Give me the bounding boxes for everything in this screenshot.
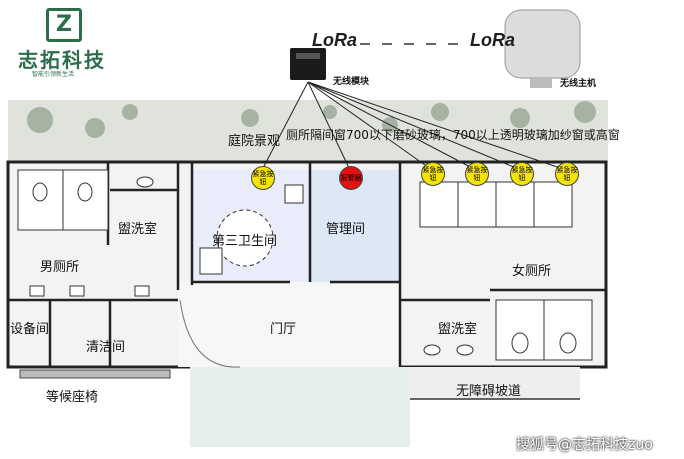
male-stalls bbox=[17, 169, 154, 297]
logo-name: 志拓科技 bbox=[18, 48, 106, 72]
emergency-button-female-2: 紧急按钮 bbox=[465, 162, 489, 186]
third-restroom-label: 第三卫生间 bbox=[212, 234, 278, 249]
emergency-button-female-4: 紧急按钮 bbox=[555, 162, 579, 186]
ramp-floor bbox=[190, 367, 410, 447]
emergency-button-third: 紧急按钮 bbox=[251, 166, 275, 190]
logo-slogan: 智能引领新生活 bbox=[32, 71, 75, 78]
accessible-ramp-label: 无障碍坡道 bbox=[456, 384, 522, 399]
garden-plants bbox=[27, 101, 596, 138]
lobby-label: 门厅 bbox=[270, 322, 297, 337]
female-wash-label: 盥洗室 bbox=[438, 322, 478, 337]
emergency-button-female-3: 紧急按钮 bbox=[510, 162, 534, 186]
emergency-button-label: 紧急按钮 bbox=[511, 166, 533, 182]
emergency-button-female-1: 紧急按钮 bbox=[421, 162, 445, 186]
emergency-button-label: 紧急按钮 bbox=[252, 170, 274, 186]
management-label: 管理间 bbox=[326, 222, 366, 237]
wireless-module bbox=[290, 48, 326, 80]
partition-note: 厕所隔间窗700以下磨砂玻璃，700以上透明玻璃加纱窗或高窗 bbox=[286, 128, 620, 142]
cleaning-room-label: 清洁间 bbox=[86, 340, 126, 355]
lobby-floor bbox=[178, 282, 400, 367]
alarm-button: 报警器 bbox=[339, 166, 363, 190]
logo-icon: Z bbox=[46, 8, 82, 42]
signal-lines bbox=[261, 81, 567, 171]
lora-label-module: LoRa bbox=[312, 30, 357, 50]
bench-label: 等候座椅 bbox=[46, 390, 99, 405]
emergency-button-label: 紧急按钮 bbox=[422, 166, 444, 182]
module-label: 无线模块 bbox=[333, 77, 370, 87]
female-stalls bbox=[419, 181, 593, 361]
door-arc bbox=[179, 299, 241, 368]
equipment-room-label: 设备间 bbox=[10, 322, 50, 337]
garden-label: 庭院景观 bbox=[228, 134, 281, 149]
lora-label-host: LoRa bbox=[470, 30, 515, 50]
third-restroom-fixtures bbox=[199, 184, 304, 275]
garden-area bbox=[8, 100, 608, 162]
male-room-label: 男厕所 bbox=[40, 260, 80, 275]
bench-row bbox=[19, 369, 171, 379]
host-label: 无线主机 bbox=[560, 79, 597, 89]
alarm-button-label: 报警器 bbox=[340, 174, 362, 182]
emergency-button-label: 紧急按钮 bbox=[466, 166, 488, 182]
wireless-host bbox=[504, 9, 581, 88]
sohu-watermark: 搜狐号@志拓科技zuo bbox=[516, 437, 653, 453]
female-room-label: 女厕所 bbox=[512, 264, 552, 279]
interior-walls bbox=[8, 162, 606, 367]
male-wash-label: 盥洗室 bbox=[118, 222, 158, 237]
emergency-button-label: 紧急按钮 bbox=[556, 166, 578, 182]
accessible-ramp bbox=[410, 367, 580, 399]
